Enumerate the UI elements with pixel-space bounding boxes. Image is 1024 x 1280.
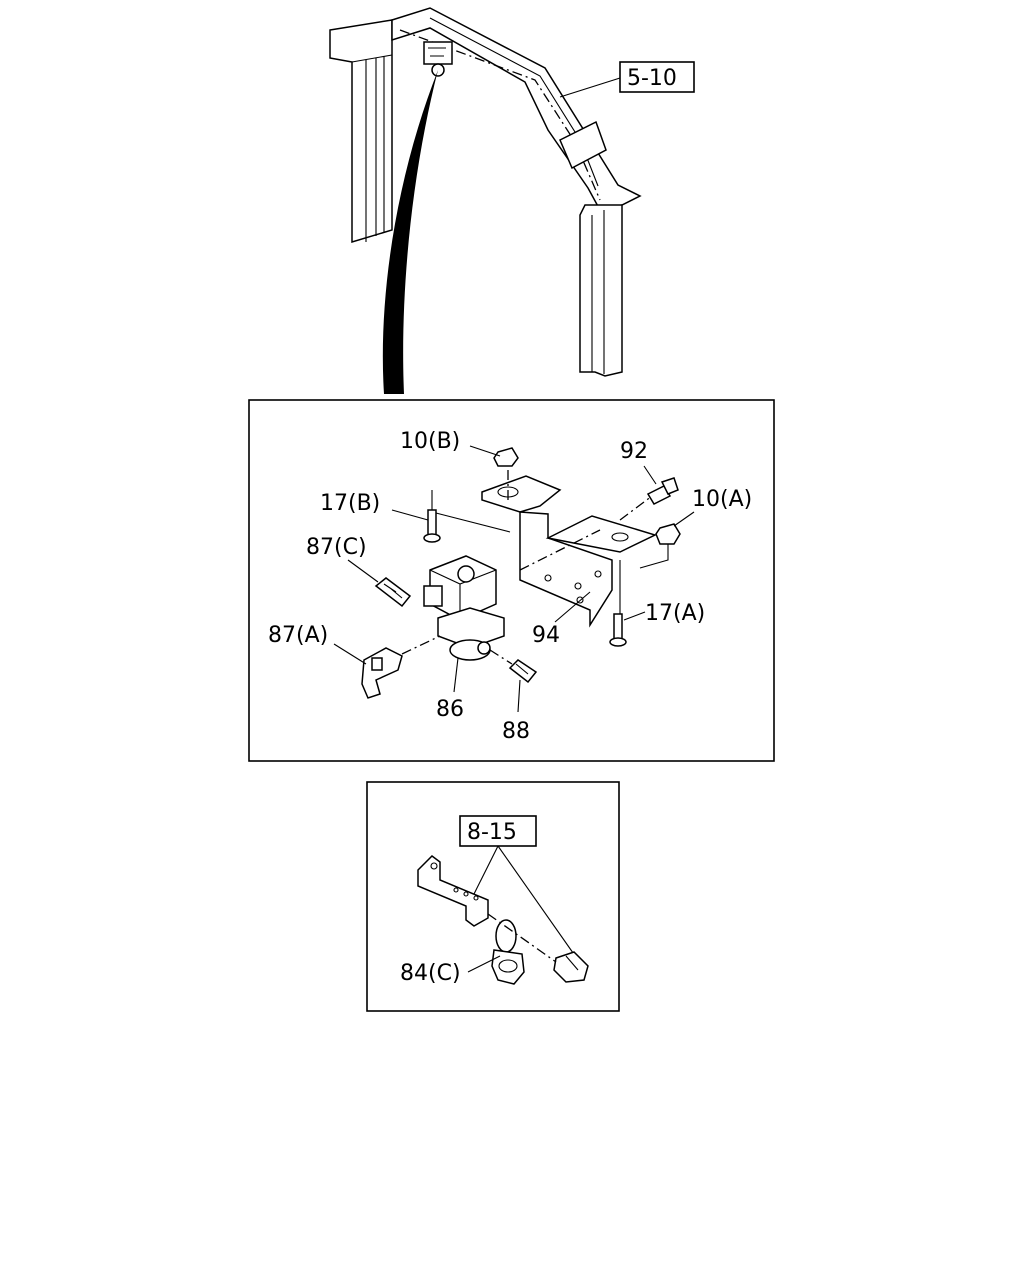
callout-86: 86: [436, 697, 464, 722]
solenoid-valve-icon: [423, 555, 505, 661]
fitting-87c-icon: [374, 577, 412, 608]
callout-87a: 87(A): [268, 623, 328, 648]
valve-on-frame-icon: [423, 41, 453, 77]
detail-frame: [248, 399, 775, 762]
ref-box-5-10: [619, 61, 695, 93]
hose-clip-icon: [491, 919, 525, 985]
callout-17a: 17(A): [645, 601, 705, 626]
callout-92: 92: [620, 439, 648, 464]
callout-10a: 10(A): [692, 487, 752, 512]
bolt-17b-icon: [423, 509, 441, 543]
bolt-92-icon: [646, 477, 679, 505]
fitting-88-icon: [508, 659, 538, 684]
callout-10b: 10(B): [400, 429, 460, 454]
callout-87c: 87(C): [306, 535, 367, 560]
callout-88: 88: [502, 719, 530, 744]
nut-10a-icon: [655, 523, 681, 545]
small-bracket-icon: [417, 855, 489, 927]
frame-assembly: 5-10: [329, 7, 695, 377]
bolt-17a-icon: [609, 613, 627, 647]
detail-pointer-arrow: [382, 70, 438, 394]
callout-17b: 17(B): [320, 491, 380, 516]
callout-84c: 84(C): [400, 961, 461, 986]
ref-label-5-10: 5-10: [627, 66, 677, 91]
ref-label-8-15: 8-15: [467, 820, 517, 845]
nut-10b-icon: [493, 447, 519, 467]
clip-detail-frame: [366, 781, 620, 1012]
elbow-fitting-87a-icon: [361, 647, 403, 699]
callout-94: 94: [532, 623, 560, 648]
clip-bolt-icon: [553, 951, 589, 983]
